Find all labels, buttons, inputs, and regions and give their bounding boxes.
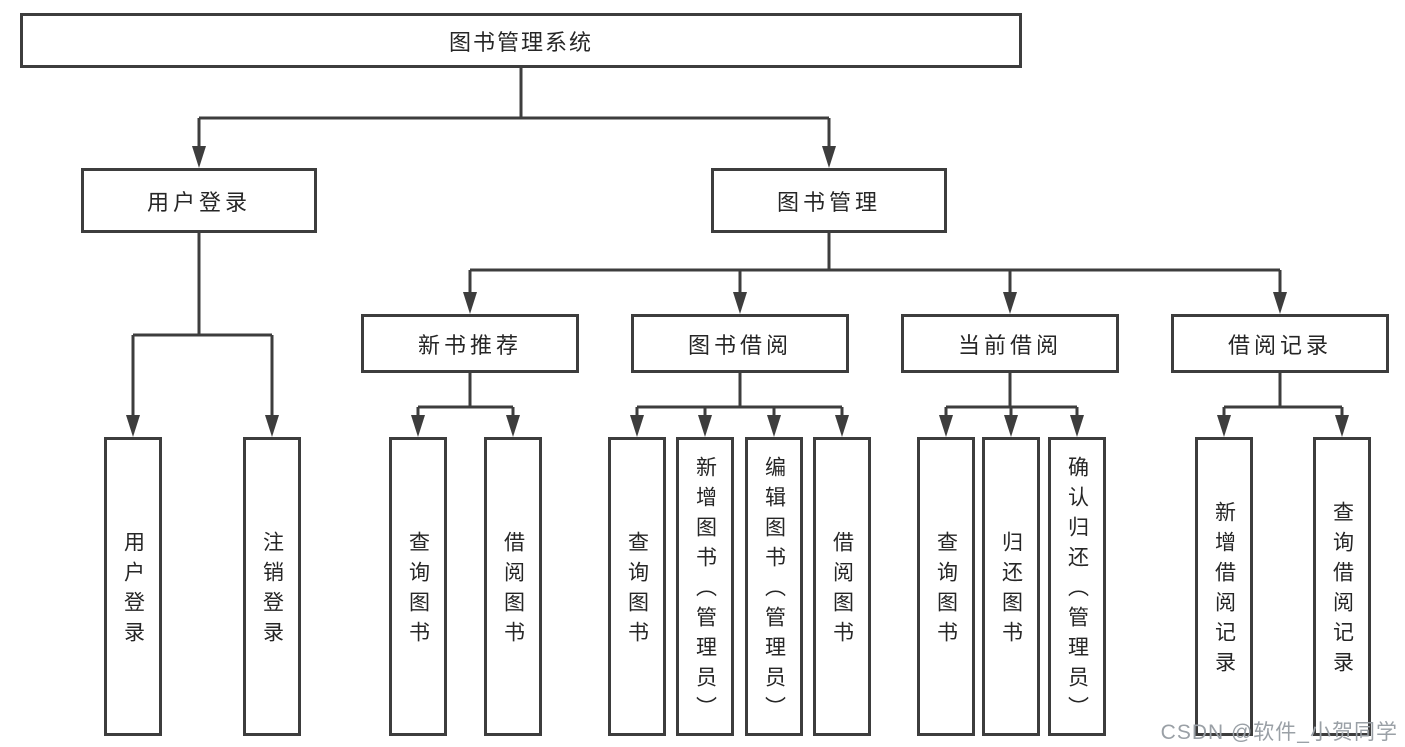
leaf-label: 查询图书 xyxy=(625,531,649,651)
node-label: 新书推荐 xyxy=(417,332,522,358)
leaf-borrowing-add-books-admin: 新增图书（管理员） xyxy=(676,437,734,736)
csdn-watermark: CSDN @软件_小贺同学 xyxy=(1160,721,1398,744)
node-label: 借阅记录 xyxy=(1227,332,1332,358)
leaf-current-return-books: 归还图书 xyxy=(982,437,1040,736)
leaf-recommend-query-books: 查询图书 xyxy=(389,437,447,736)
node-book-management: 图书管理 xyxy=(711,168,947,233)
leaf-current-query-books: 查询图书 xyxy=(917,437,975,736)
node-borrowing-records: 借阅记录 xyxy=(1171,314,1389,373)
node-label: 当前借阅 xyxy=(957,332,1062,358)
tree-edge-trunks xyxy=(131,68,1344,419)
node-current-borrowing: 当前借阅 xyxy=(901,314,1119,373)
leaf-recommend-borrow-books: 借阅图书 xyxy=(484,437,542,736)
leaf-logout-login: 注销登录 xyxy=(243,437,301,736)
node-user-login: 用户登录 xyxy=(81,168,317,233)
node-system-root: 图书管理系统 xyxy=(20,13,1022,68)
leaf-label: 归还图书 xyxy=(999,531,1023,651)
node-label: 用户登录 xyxy=(146,189,251,215)
leaf-label: 借阅图书 xyxy=(830,531,854,651)
leaf-label: 编辑图书（管理员） xyxy=(762,456,786,726)
node-label: 图书借阅 xyxy=(687,332,792,358)
node-new-book-recommendation: 新书推荐 xyxy=(361,314,579,373)
leaf-borrowing-query-books: 查询图书 xyxy=(608,437,666,736)
leaf-user-login: 用户登录 xyxy=(104,437,162,736)
leaf-label: 查询借阅记录 xyxy=(1330,501,1354,681)
leaf-label: 用户登录 xyxy=(121,531,145,651)
leaf-label: 查询图书 xyxy=(406,531,430,651)
leaf-label: 查询图书 xyxy=(934,531,958,651)
leaf-borrowing-edit-books-admin: 编辑图书（管理员） xyxy=(745,437,803,736)
leaf-label: 注销登录 xyxy=(260,531,284,651)
node-label: 图书管理 xyxy=(776,189,881,215)
leaf-records-query-borrow-record: 查询借阅记录 xyxy=(1313,437,1371,736)
node-book-borrowing: 图书借阅 xyxy=(631,314,849,373)
leaf-records-add-borrow-record: 新增借阅记录 xyxy=(1195,437,1253,736)
node-label: 图书管理系统 xyxy=(448,29,593,55)
arrowheads xyxy=(126,146,1349,437)
leaf-borrowing-borrow-books: 借阅图书 xyxy=(813,437,871,736)
leaf-label: 新增图书（管理员） xyxy=(693,456,717,726)
leaf-current-confirm-return-admin: 确认归还（管理员） xyxy=(1048,437,1106,736)
leaf-label: 借阅图书 xyxy=(501,531,525,651)
leaf-label: 确认归还（管理员） xyxy=(1065,456,1089,726)
leaf-label: 新增借阅记录 xyxy=(1212,501,1236,681)
